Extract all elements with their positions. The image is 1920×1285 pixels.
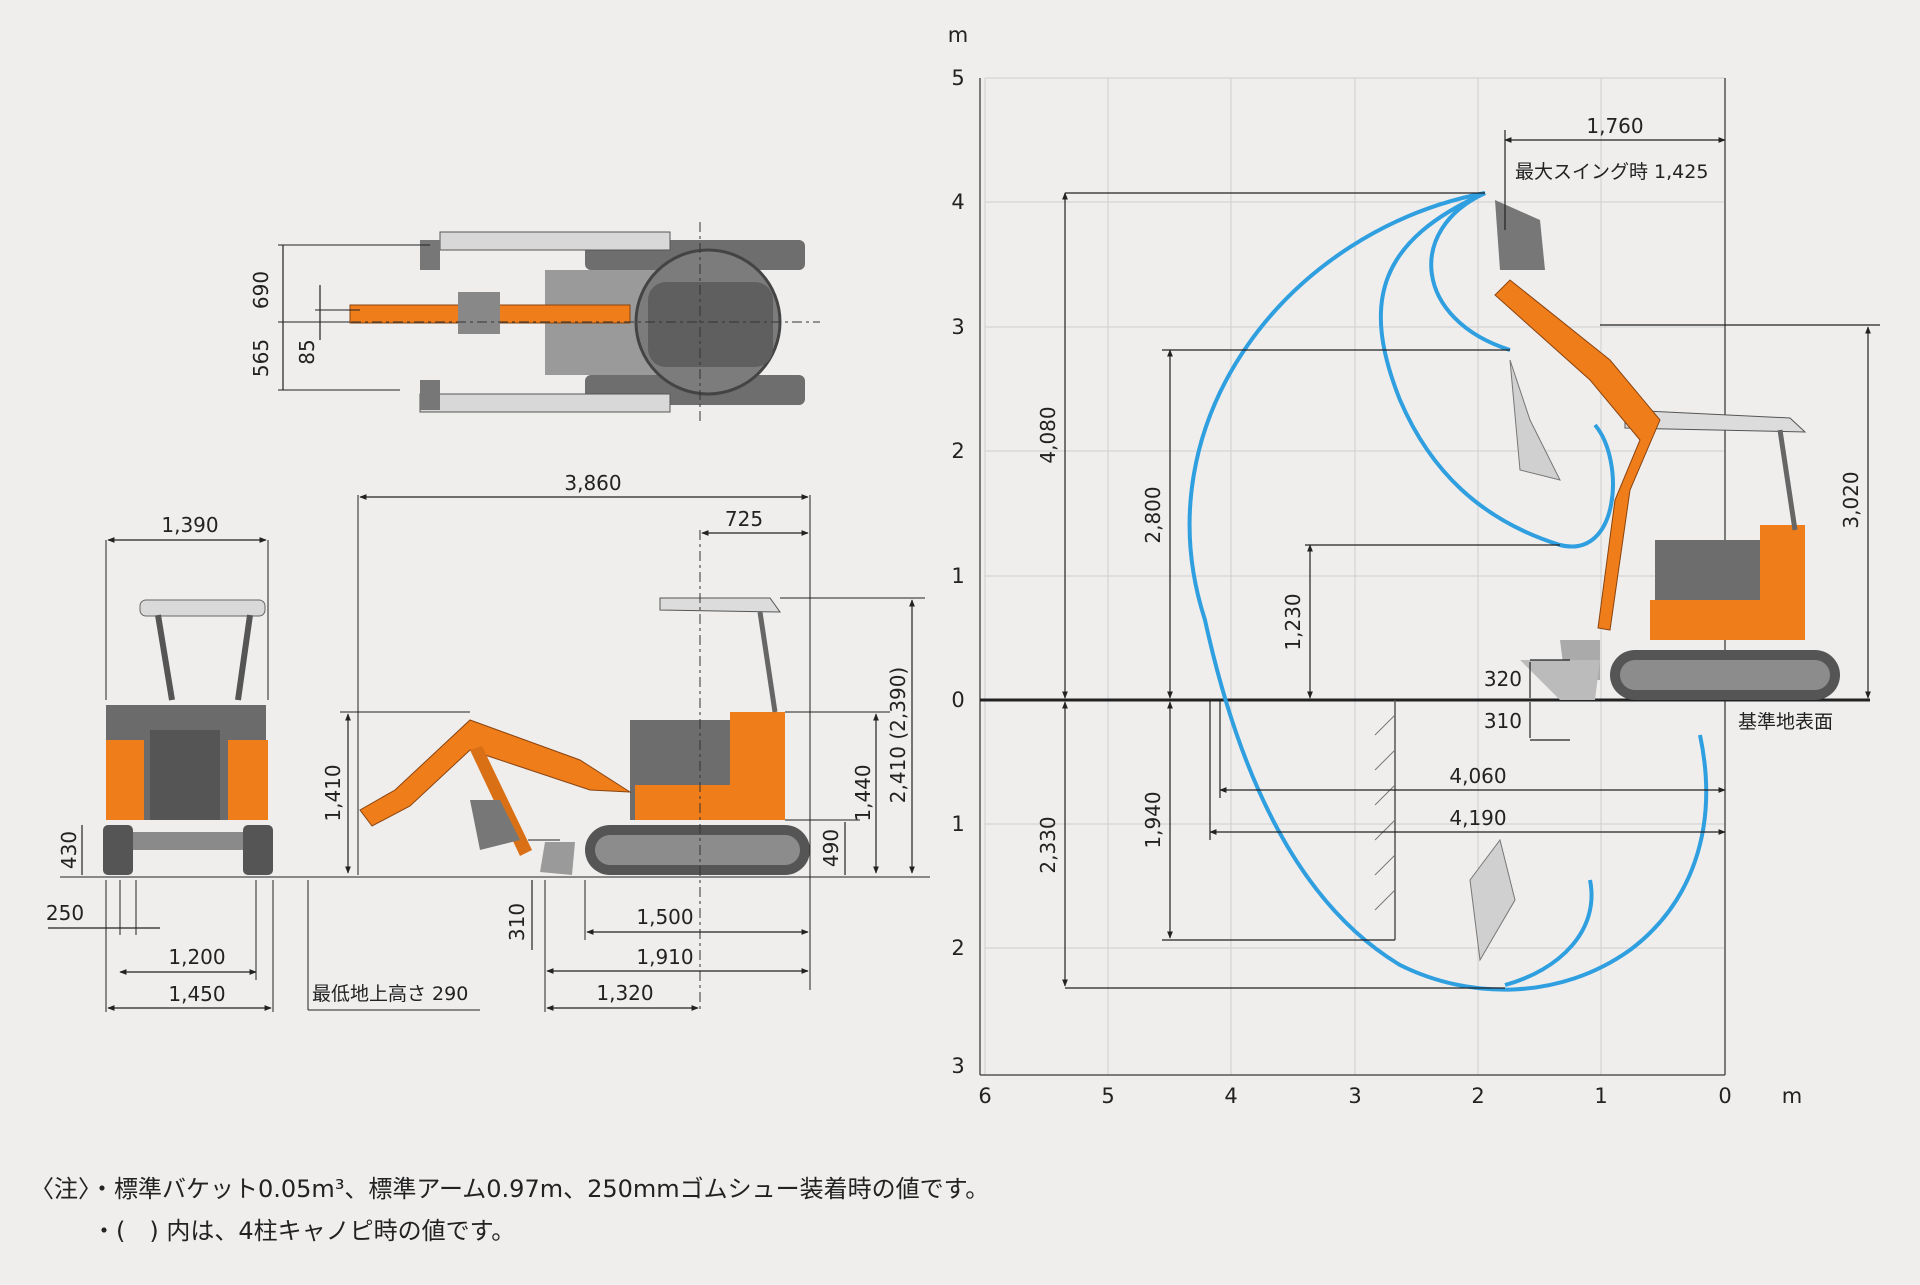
y-tick: 4 <box>951 190 964 214</box>
y-tick: 1 <box>951 564 964 588</box>
dim-490: 490 <box>819 829 843 867</box>
side-boom <box>359 719 632 827</box>
note-line-2: ・( ) 内は、4柱キャノピ時の値です。 <box>92 1217 516 1245</box>
x-tick: 0 <box>1718 1084 1731 1108</box>
top-arm-upper <box>439 231 671 251</box>
y-tick: 0 <box>951 688 964 712</box>
dim-2410: 2,410 (2,390) <box>886 667 910 803</box>
dim-1320: 1,320 <box>596 981 653 1005</box>
y-tick: 1 <box>951 812 964 836</box>
side-view: 3,860 725 1,410 1,440 2,410 (2,390) 490 … <box>300 471 930 1012</box>
min-clearance-label: 最低地上高さ 290 <box>312 983 468 1005</box>
dim-1230: 1,230 <box>1281 593 1305 650</box>
notes: 〈注〉・標準バケット0.05m³、標準アーム0.97m、250mmゴムシュー装着… <box>30 1168 989 1252</box>
dim-310: 310 <box>1484 709 1522 733</box>
dim-310-side: 310 <box>505 903 529 941</box>
y-tick: 2 <box>951 936 964 960</box>
dim-1500: 1,500 <box>636 905 693 929</box>
note-line-1: 〈注〉・標準バケット0.05m³、標準アーム0.97m、250mmゴムシュー装着… <box>30 1175 990 1203</box>
x-axis-unit: m <box>1782 1084 1802 1108</box>
dim-1200: 1,200 <box>168 945 225 969</box>
dim-1760: 1,760 <box>1586 114 1643 138</box>
front-canopy <box>139 599 266 617</box>
dim-2800: 2,800 <box>1141 486 1165 543</box>
dim-320: 320 <box>1484 667 1522 691</box>
top-arm-lower <box>419 393 671 413</box>
x-tick: 1 <box>1594 1084 1607 1108</box>
dim-690: 690 <box>249 271 273 309</box>
dim-2330: 2,330 <box>1036 816 1060 873</box>
dim-1940: 1,940 <box>1141 791 1165 848</box>
dim-3020: 3,020 <box>1839 471 1863 528</box>
ground-reference-label: 基準地表面 <box>1738 711 1833 733</box>
y-tick: 2 <box>951 439 964 463</box>
dim-1450: 1,450 <box>168 982 225 1006</box>
dim-1390: 1,390 <box>161 513 218 537</box>
dim-565: 565 <box>249 339 273 377</box>
y-tick: 3 <box>951 1054 964 1078</box>
dim-250: 250 <box>46 901 84 925</box>
range-curve-middle <box>1378 191 1615 549</box>
range-excavator <box>1469 200 1840 962</box>
dim-1910: 1,910 <box>636 945 693 969</box>
dim-725: 725 <box>725 507 763 531</box>
range-curve-inner <box>1429 191 1511 352</box>
top-seat <box>648 282 773 367</box>
dim-85: 85 <box>295 339 319 364</box>
dim-1440: 1,440 <box>851 764 875 821</box>
y-axis-unit: m <box>948 23 968 47</box>
dim-swing-1425: 最大スイング時 1,425 <box>1515 161 1708 183</box>
dim-1410: 1,410 <box>321 764 345 821</box>
x-tick: 2 <box>1471 1084 1484 1108</box>
working-range: m m 5 4 3 2 1 0 1 2 3 6 5 4 3 2 1 0 <box>948 23 1880 1108</box>
dim-4190: 4,190 <box>1449 806 1506 830</box>
range-curve-outer <box>1187 191 1709 992</box>
top-view: 690 565 85 <box>249 222 820 425</box>
dim-430: 430 <box>57 831 81 869</box>
y-tick: 5 <box>951 66 964 90</box>
range-curves <box>1187 191 1709 992</box>
range-curve-small <box>1504 879 1594 987</box>
front-view: 1,390 430 250 1,200 1,450 <box>46 513 310 1012</box>
x-tick: 4 <box>1224 1084 1237 1108</box>
x-tick: 5 <box>1101 1084 1114 1108</box>
dim-4080: 4,080 <box>1036 406 1060 463</box>
dim-4060: 4,060 <box>1449 764 1506 788</box>
x-tick: 3 <box>1348 1084 1361 1108</box>
y-tick: 3 <box>951 315 964 339</box>
dim-3860: 3,860 <box>564 471 621 495</box>
x-tick: 6 <box>978 1084 991 1108</box>
